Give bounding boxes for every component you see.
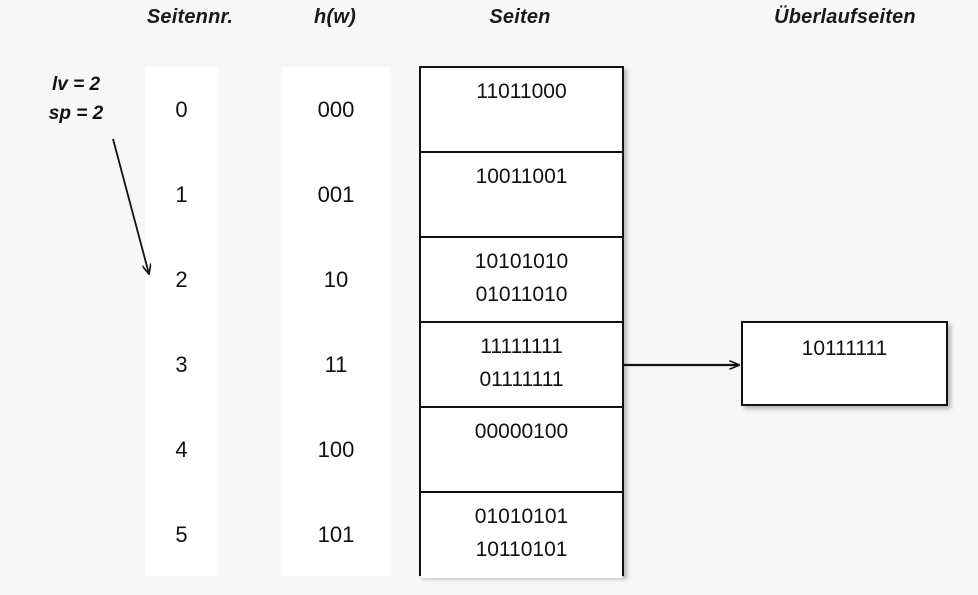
page-record: 11011000: [476, 80, 567, 103]
hw-cell: 100: [317, 437, 355, 462]
column-header-ueberlaufseiten: Überlaufseiten: [774, 6, 916, 28]
hw-cell: 001: [317, 182, 355, 207]
seitennr-cell: 4: [175, 437, 188, 462]
hw-cell: 11: [324, 352, 348, 377]
page-cell: 10101010 01011010: [421, 238, 622, 323]
parameter-annotations: lv = 2 sp = 2: [16, 70, 136, 128]
page-cell: 11111111 01111111: [421, 323, 622, 408]
page-record: 10101010: [474, 250, 569, 273]
page-record: 10110101: [475, 538, 568, 561]
column-header-hash-function: h(w): [314, 6, 356, 28]
page-cell: 11011000: [421, 68, 622, 153]
pages-table: 11011000 10011001 10101010 01011010 1111…: [419, 66, 624, 578]
page-cell: 01010101 10110101: [421, 493, 622, 578]
hw-cell: 000: [317, 97, 355, 122]
page-cell: 00000100: [421, 408, 622, 493]
sp-split-pointer-arrow: [112, 138, 149, 274]
seitennr-cell: 0: [175, 97, 188, 122]
hw-column-strip: [282, 67, 390, 576]
level-parameter-label: lv = 2: [51, 74, 101, 95]
column-header-seiten: Seiten: [489, 6, 551, 28]
overflow-page-box: 10111111: [741, 321, 948, 406]
split-pointer-parameter-label: sp = 2: [48, 103, 104, 124]
page-cell: 10011001: [421, 153, 622, 238]
seitennr-cell: 2: [175, 267, 188, 292]
seitennr-cell: 1: [175, 182, 188, 207]
seitennr-cell: 5: [175, 522, 188, 547]
overflow-page-record: 10111111: [801, 337, 888, 360]
column-header-seitennr: Seitennr.: [146, 6, 234, 28]
page-record: 01010101: [474, 505, 569, 528]
seitennr-cell: 3: [175, 352, 188, 377]
page-record: 00000100: [474, 420, 569, 443]
hw-cell: 101: [317, 522, 355, 547]
page-record: 01011010: [475, 283, 568, 306]
page-record: 11111111: [480, 335, 563, 358]
seitennr-column-strip: [145, 67, 218, 576]
hw-cell: 10: [323, 267, 349, 292]
page-record: 01111111: [479, 368, 564, 391]
page-record: 10011001: [475, 165, 568, 188]
